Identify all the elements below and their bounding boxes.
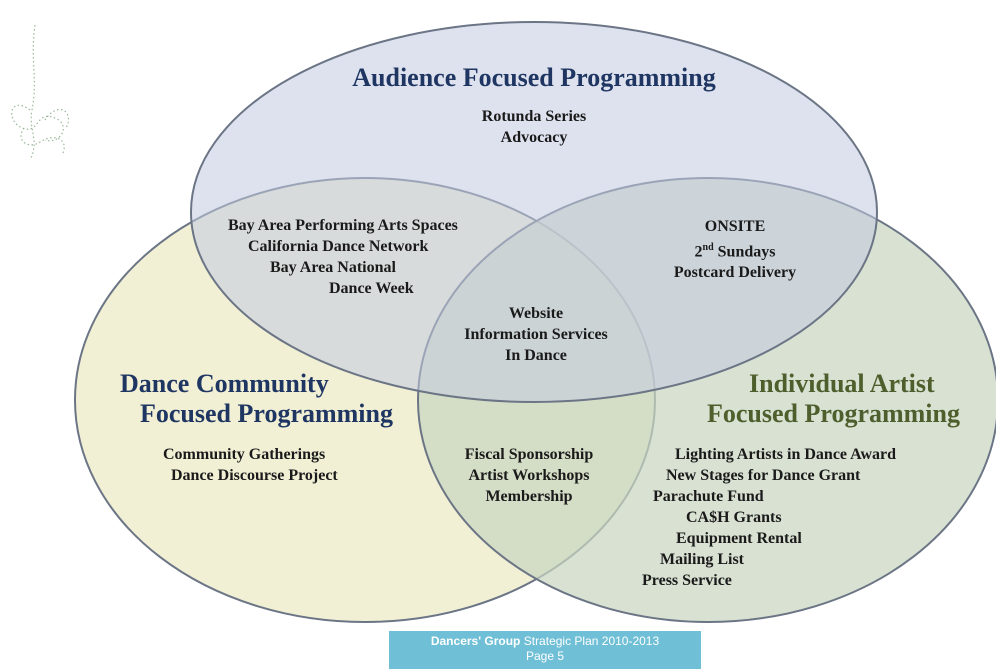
decorative-flourish xyxy=(11,24,69,161)
list-item: Lighting Artists in Dance Award xyxy=(675,446,897,463)
list-item: Bay Area Performing Arts Spaces xyxy=(228,217,458,234)
list-item: Dance Week xyxy=(329,280,414,297)
community-title: Dance Community Focused Programming xyxy=(120,369,393,429)
list-item: California Dance Network xyxy=(248,238,429,255)
list-item: Bay Area National xyxy=(270,259,396,276)
community-title-line2: Focused Programming xyxy=(140,399,393,428)
artist-items: Lighting Artists in Dance Award New Stag… xyxy=(640,444,896,591)
list-item: Parachute Fund xyxy=(653,488,764,505)
audience-circle xyxy=(190,21,878,403)
footer-banner: Dancers' Group Strategic Plan 2010-2013 … xyxy=(389,631,701,669)
footer-org: Dancers' Group xyxy=(430,634,521,648)
list-item: Information Services xyxy=(464,326,608,343)
list-item: Press Service xyxy=(642,572,732,589)
list-item: Advocacy xyxy=(500,129,568,146)
artist-title-line2: Focused Programming xyxy=(707,399,960,428)
list-item: New Stages for Dance Grant xyxy=(666,467,861,484)
list-item: Website xyxy=(508,305,564,322)
artist-title: Individual Artist Focused Programming xyxy=(707,369,960,429)
community-items: Community Gatherings Dance Discourse Pro… xyxy=(163,444,338,486)
list-item: Mailing List xyxy=(660,551,745,568)
footer-page: Page 5 xyxy=(525,649,565,663)
audience-title: Audience Focused Programming xyxy=(352,63,716,92)
audience-items: Rotunda Series Advocacy xyxy=(482,106,586,148)
list-item: In Dance xyxy=(505,347,567,364)
audience-community-items: Bay Area Performing Arts Spaces Californ… xyxy=(228,215,458,299)
list-item: Membership xyxy=(485,488,573,505)
list-item: 2nd Sundays xyxy=(694,242,776,261)
footer-line1: Dancers' Group Strategic Plan 2010-2013 xyxy=(389,634,701,649)
artist-title-line1: Individual Artist xyxy=(749,369,935,398)
footer-plan: Strategic Plan 2010-2013 xyxy=(520,634,660,648)
list-item: Fiscal Sponsorship xyxy=(464,446,594,463)
list-item: Artist Workshops xyxy=(468,467,590,484)
list-item: Dance Discourse Project xyxy=(171,467,338,484)
audience-artist-items: ONSITE 2nd Sundays Postcard Delivery xyxy=(674,216,796,283)
community-title-line1: Dance Community xyxy=(120,369,329,398)
list-item: Postcard Delivery xyxy=(673,264,797,282)
list-item: ONSITE xyxy=(704,218,766,235)
list-item: CA$H Grants xyxy=(686,509,782,526)
center-items: Website Information Services In Dance xyxy=(464,303,608,366)
list-item: Rotunda Series xyxy=(481,108,587,125)
list-item: Community Gatherings xyxy=(163,446,326,463)
community-artist-items: Fiscal Sponsorship Artist Workshops Memb… xyxy=(465,444,593,507)
list-item: Equipment Rental xyxy=(676,530,802,547)
